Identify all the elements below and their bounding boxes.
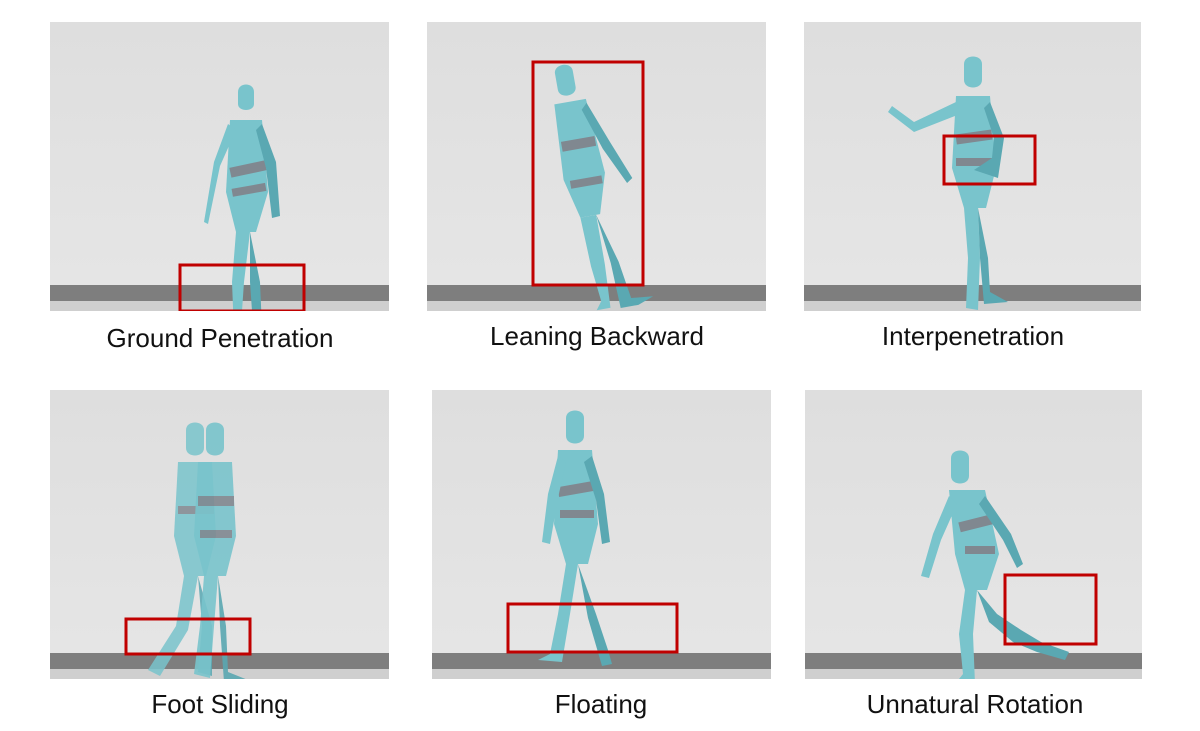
scene-leaning-backward xyxy=(427,60,766,311)
caption-leaning-backward: Leaning Backward xyxy=(490,321,704,351)
humanoid-figure-icon xyxy=(888,56,1008,310)
caption-unnatural-rotation: Unnatural Rotation xyxy=(866,689,1084,719)
highlight-box xyxy=(506,602,679,654)
scene-unnatural-rotation xyxy=(805,450,1142,679)
floor xyxy=(50,653,389,669)
humanoid-figure-icon xyxy=(194,422,246,679)
caption-ground-penetration: Ground Penetration xyxy=(106,323,334,353)
panel-leaning-backward xyxy=(427,22,766,311)
caption-floating: Floating xyxy=(554,689,648,719)
highlight-box xyxy=(1003,573,1098,646)
scene-ground-penetration xyxy=(50,84,389,311)
floor-edge xyxy=(50,301,389,311)
humanoid-figure-icon xyxy=(204,84,280,311)
panel-floating xyxy=(432,390,771,679)
panel-unnatural-rotation xyxy=(805,390,1142,679)
floor-edge xyxy=(432,669,771,679)
panel-foot-sliding xyxy=(50,390,389,679)
scene-floating xyxy=(432,410,771,679)
scene-interpenetration xyxy=(804,56,1141,311)
highlight-box xyxy=(942,134,1037,186)
highlight-box xyxy=(178,263,306,311)
highlight-box xyxy=(124,617,252,656)
humanoid-figure-icon xyxy=(554,64,654,311)
humanoid-figure-icon xyxy=(538,410,612,666)
floor-edge xyxy=(427,301,766,311)
floor xyxy=(427,285,766,301)
humanoid-figure-icon xyxy=(921,450,1069,679)
scene-foot-sliding xyxy=(50,422,389,679)
panel-ground-penetration xyxy=(50,22,389,311)
highlight-box xyxy=(531,60,645,287)
caption-foot-sliding: Foot Sliding xyxy=(151,689,289,719)
floor-edge xyxy=(50,669,389,679)
floor xyxy=(50,285,389,301)
caption-interpenetration: Interpenetration xyxy=(881,321,1065,351)
panel-interpenetration xyxy=(804,22,1141,311)
